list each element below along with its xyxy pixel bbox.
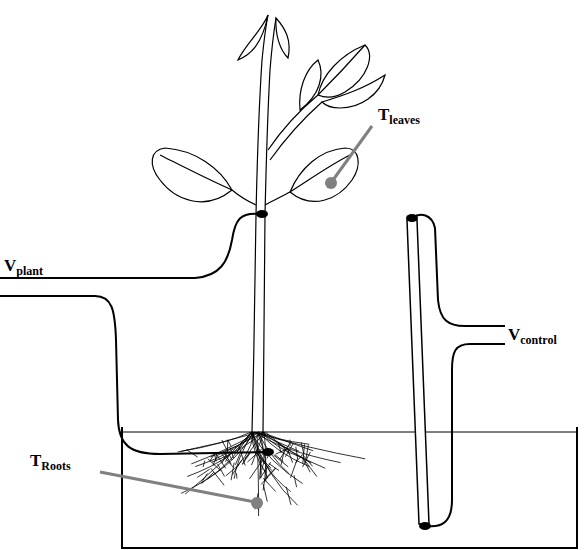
control-electrode [406, 214, 418, 222]
voltage-label: Vcontrol [508, 326, 557, 343]
temperature-probe [325, 177, 337, 189]
root-strand [212, 432, 263, 462]
label-subscript: plant [16, 264, 43, 278]
root-strand [180, 432, 259, 452]
root-strand [259, 432, 309, 467]
root-hair [197, 469, 209, 477]
root-hair [237, 443, 241, 453]
root-strand [181, 432, 254, 493]
root-strand [191, 432, 258, 464]
root-hair [296, 447, 298, 459]
root-hair [303, 458, 317, 477]
voltage-label: Vplant [4, 257, 43, 274]
root-hair [216, 454, 225, 468]
root-hair [222, 440, 232, 460]
root-strand [265, 432, 325, 468]
leader-line [333, 126, 372, 180]
label-subscript: Roots [41, 459, 70, 473]
control-tube [407, 220, 429, 524]
leaves [152, 15, 385, 202]
root-hair [275, 455, 284, 462]
root-hair [243, 453, 251, 464]
root-strand [195, 432, 251, 467]
label-subscript: leaves [389, 113, 420, 127]
root-hair [203, 461, 205, 467]
root-hair [250, 461, 263, 479]
root-hair [294, 475, 297, 487]
root-strand [262, 432, 311, 463]
control-electrode [419, 522, 431, 530]
roots [178, 432, 366, 516]
root-hair [291, 459, 298, 478]
root-hair [260, 460, 261, 480]
root-hair [274, 455, 289, 467]
root-strand [178, 432, 252, 452]
root-electrode [262, 448, 274, 456]
root-hair [239, 446, 245, 465]
label-subscript: control [520, 333, 556, 347]
root-hair [235, 454, 240, 465]
temperature-probe [251, 497, 263, 509]
temperature-label: TRoots [30, 452, 71, 469]
temperature-label: Tleaves [378, 106, 420, 123]
leaf-electrode [256, 210, 268, 218]
label-symbol: V [4, 256, 16, 275]
root-hair [214, 453, 216, 461]
stem [232, 15, 322, 432]
leader-line [100, 472, 255, 502]
root-hair [261, 468, 276, 484]
root-hair [218, 464, 225, 476]
root-hair [263, 478, 275, 491]
control-wires [412, 215, 505, 527]
label-symbol: V [508, 325, 520, 344]
root-strand [262, 432, 303, 458]
label-symbol: T [378, 105, 389, 124]
root-hair [306, 445, 308, 458]
root-strand [258, 432, 289, 473]
root-hair [301, 442, 304, 453]
label-symbol: T [30, 451, 41, 470]
root-strand [252, 432, 265, 465]
root-hair [236, 473, 237, 479]
plant-wires [0, 214, 266, 454]
container [122, 427, 577, 548]
root-hair [211, 468, 224, 485]
water-line [122, 432, 577, 433]
root-strand [242, 432, 264, 465]
root-hair [245, 453, 250, 458]
root-hair [263, 484, 267, 501]
